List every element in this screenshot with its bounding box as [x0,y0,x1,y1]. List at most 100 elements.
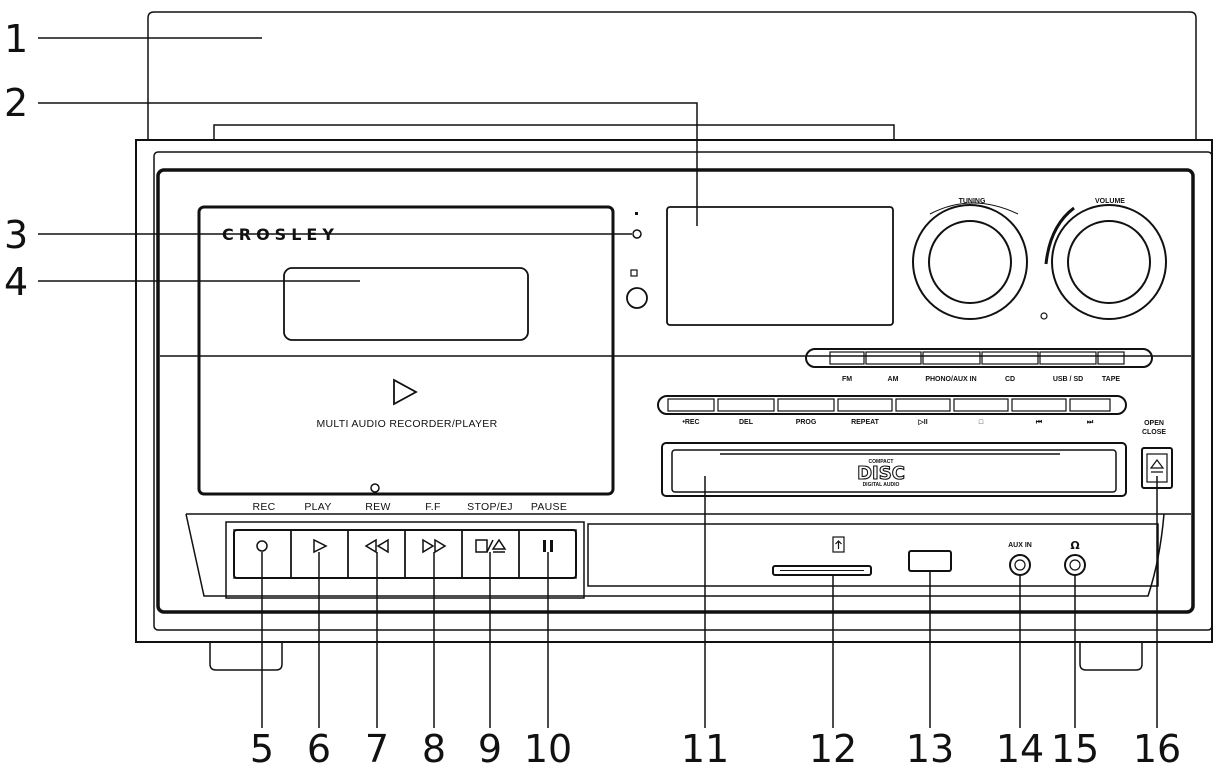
tape-button[interactable] [1097,351,1125,365]
fm-button[interactable] [829,351,865,365]
callout-8: 8 [422,727,446,771]
callout-10: 10 [524,727,572,771]
callout-7: 7 [365,727,389,771]
cd-slot-frame [661,442,1127,497]
stop-label: □ [979,419,984,426]
close-label: CLOSE [1142,429,1166,436]
usb-port[interactable] [908,550,952,572]
transport-housing [225,521,585,599]
callout-3: 3 [4,213,28,257]
am-label: AM [888,376,899,383]
fast-forward-icon [422,538,447,554]
function-button-strip [657,395,1127,415]
volume-knob[interactable] [1067,220,1151,304]
label-ff: F.F [425,501,440,513]
right-foot [1079,642,1143,671]
phono-aux-button[interactable] [922,351,981,365]
led-symbol [635,212,638,215]
cd-button[interactable] [981,351,1039,365]
turntable-lid [147,11,1197,140]
prog-button[interactable] [777,398,835,412]
skip-back-label: ⏮ [1036,419,1043,426]
repeat-label: REPEAT [851,419,880,426]
repeat-button[interactable] [837,398,893,412]
cd-slot[interactable] [671,449,1117,493]
pause-icon [543,540,553,552]
rec-function-button[interactable] [667,398,715,412]
del-label: DEL [739,419,754,426]
stop-button[interactable] [953,398,1009,412]
skip-back-button[interactable] [1011,398,1067,412]
tuning-knob[interactable] [928,220,1012,304]
skip-forward-button[interactable] [1069,398,1111,412]
rec-function-label: •REC [682,419,699,426]
power-symbol-icon [1040,312,1048,320]
label-stop-ej: STOP/EJ [467,501,513,513]
cassette-window [283,267,529,341]
tuning-label: TUNING [959,198,986,205]
lid-hinge-strip [213,124,895,140]
cassette-caption: MULTI AUDIO RECORDER/PLAYER [317,418,498,430]
cassette-indicator-led [370,483,380,493]
usb-sd-label: USB / SD [1053,376,1083,383]
function-buttons: •REC DEL PROG REPEAT ▷II □ ⏮ ⏭ [657,395,1127,426]
play-icon [313,538,328,554]
callout-6: 6 [307,727,331,771]
label-rec: REC [252,501,275,513]
phono-aux-label: PHONO/AUX IN [925,376,976,383]
disc-logo-main: DISC [857,463,905,484]
callout-13: 13 [906,727,954,771]
sd-card-slot[interactable] [772,565,872,576]
leader-2 [38,102,698,226]
callout-5: 5 [250,727,274,771]
label-rew: REW [365,501,390,513]
headphone-jack-inner [1069,559,1081,571]
cassette-door[interactable] [197,205,615,496]
callout-1: 1 [4,17,28,61]
headphone-jack[interactable] [1064,554,1086,576]
transport-buttons [225,521,585,599]
front-panel [156,168,1195,614]
rewind-icon [364,538,389,554]
play-arrow-icon [393,378,418,406]
callout-16: 16 [1133,727,1181,771]
cabinet-body [135,139,1213,643]
io-panel [587,523,1159,587]
callout-numbers: 1 2 3 4 5 6 7 8 9 10 11 12 13 14 15 16 [4,17,1181,771]
callout-9: 9 [478,727,502,771]
source-button-strip [805,348,1153,368]
transport-labels: REC PLAY REW F.F STOP/EJ PAUSE [252,501,567,513]
tuning-knob-ring [912,204,1028,320]
callout-15: 15 [1051,727,1099,771]
callout-2: 2 [4,81,28,125]
play-pause-label: ▷II [917,419,927,426]
volume-arc [1044,206,1075,265]
volume-knob-ring [1051,204,1167,320]
del-button[interactable] [717,398,775,412]
lcd-display [666,206,894,326]
eject-icon [1149,459,1165,473]
cabinet-inner-frame [153,151,1213,631]
callout-11: 11 [681,727,729,771]
label-pause: PAUSE [531,501,567,513]
volume-label: VOLUME [1095,198,1125,205]
tuning-arc [929,202,1019,215]
compact-disc-logo: COMPACT DISC DIGITAL AUDIO [857,459,906,488]
leader-lines [38,37,1158,728]
power-indicator-led [632,229,642,239]
play-pause-button[interactable] [895,398,951,412]
remote-sensor-symbol [630,269,638,277]
aux-in-label: AUX IN [1008,542,1032,549]
headphone-icon: Ω [1070,539,1080,552]
usb-sd-button[interactable] [1039,351,1097,365]
cd-label: CD [1005,376,1015,383]
sd-card-icon [832,536,845,553]
am-button[interactable] [865,351,922,365]
callout-12: 12 [809,727,857,771]
aux-in-jack[interactable] [1009,554,1031,576]
skip-forward-label: ⏭ [1087,419,1094,426]
remote-sensor [626,287,648,309]
prog-label: PROG [796,419,817,426]
disc-logo-bottom: DIGITAL AUDIO [863,482,900,488]
